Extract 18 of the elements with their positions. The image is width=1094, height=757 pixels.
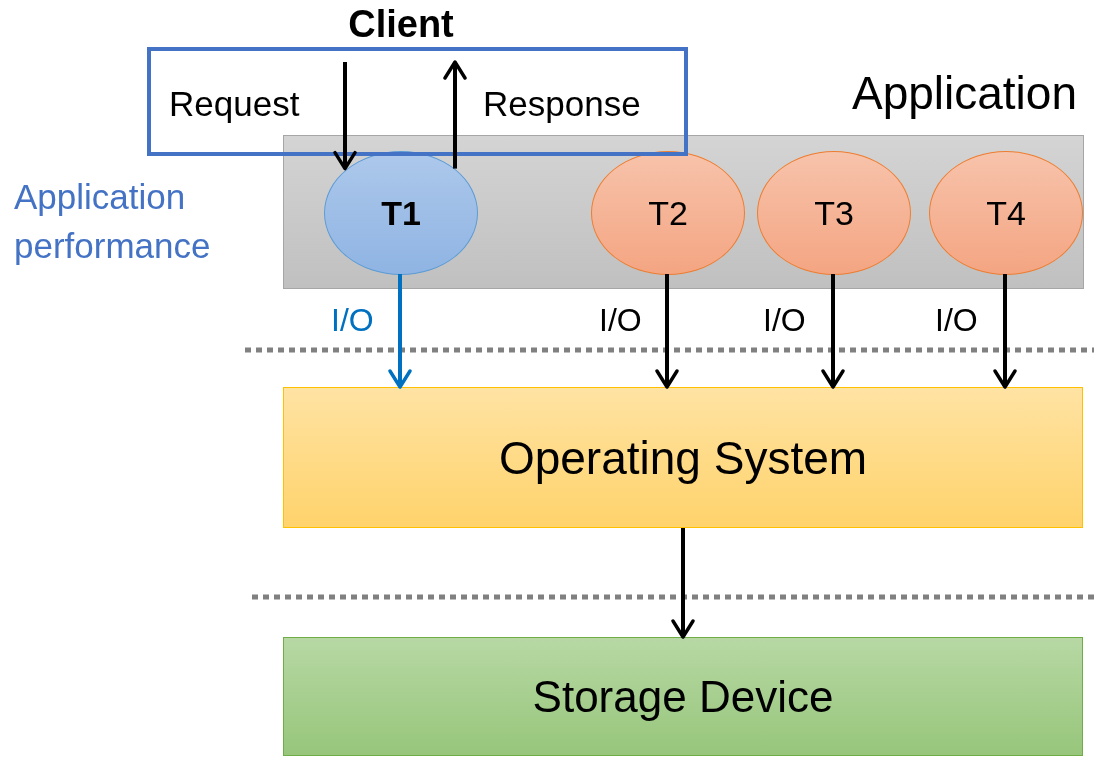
arrow xyxy=(333,62,357,171)
arrow xyxy=(655,274,679,389)
os-layer-box xyxy=(283,387,1083,528)
arrow xyxy=(443,60,467,169)
layer-label: Storage Device xyxy=(532,671,834,722)
thread-label: T4 xyxy=(986,193,1026,233)
arrow xyxy=(821,274,845,389)
thread-label: T3 xyxy=(814,193,854,233)
storage-layer-box xyxy=(283,637,1083,756)
thread-label: T1 xyxy=(381,193,421,233)
layer-heading: Application xyxy=(851,66,1077,120)
thread-label: T2 xyxy=(648,193,688,233)
client-heading: Client xyxy=(347,3,455,46)
arrow xyxy=(388,274,412,389)
annotation-text: Application performance xyxy=(14,176,212,267)
arrow xyxy=(671,528,695,639)
layer-label: Operating System xyxy=(498,430,868,485)
arrow xyxy=(993,274,1017,389)
